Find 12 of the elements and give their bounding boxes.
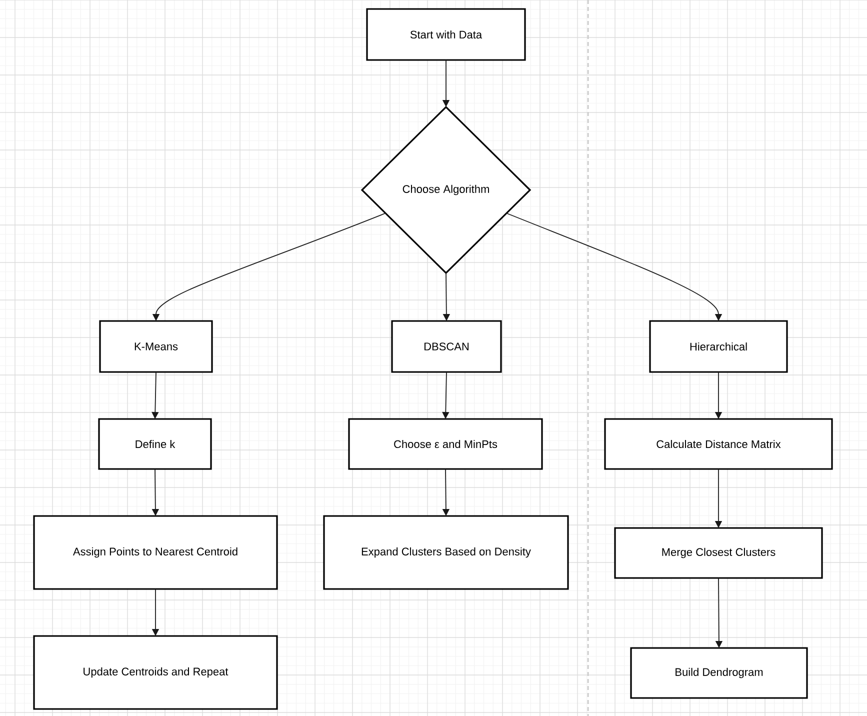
process-box: DBSCAN [391, 320, 502, 373]
process-box: Build Dendrogram [630, 647, 808, 699]
process-box: Expand Clusters Based on Density [323, 515, 569, 590]
process-box: Start with Data [366, 8, 526, 61]
process-box: K-Means [99, 320, 213, 373]
process-box: Hierarchical [649, 320, 788, 373]
process-box: Update Centroids and Repeat [33, 635, 278, 710]
process-box: Calculate Distance Matrix [604, 418, 833, 470]
process-box: Define k [98, 418, 212, 470]
process-box: Merge Closest Clusters [614, 527, 823, 579]
process-box: Assign Points to Nearest Centroid [33, 515, 278, 590]
process-box: Choose ε and MinPts [348, 418, 543, 470]
